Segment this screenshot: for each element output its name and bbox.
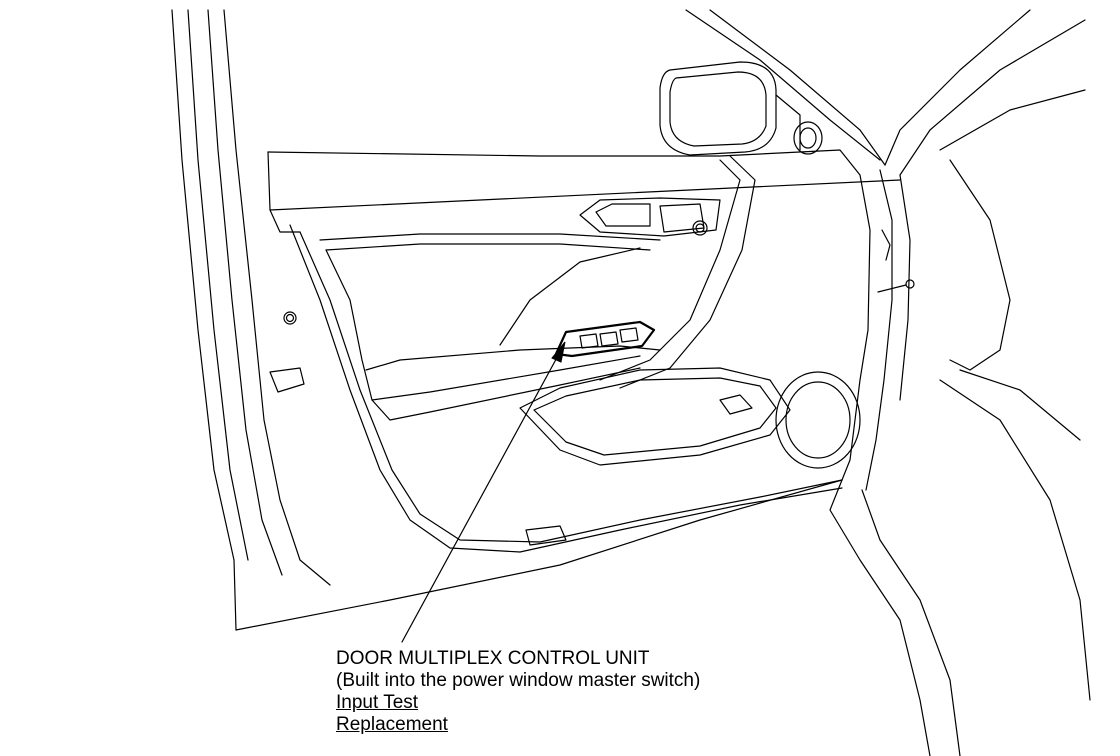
side-mirror <box>659 61 823 156</box>
callout-leader <box>401 341 566 643</box>
callout-title: DOOR MULTIPLEX CONTROL UNIT <box>336 648 650 669</box>
input-test-link[interactable]: Input Test <box>336 692 419 713</box>
door-handle <box>579 155 756 389</box>
power-window-master-switch <box>554 320 656 358</box>
window-area <box>685 9 1086 176</box>
door-trim-panel <box>319 233 791 546</box>
replacement-link[interactable]: Replacement <box>336 714 448 735</box>
callout-subtitle: (Built into the power window master swit… <box>336 670 701 691</box>
door-frame <box>267 149 901 553</box>
callout-label-block: DOOR MULTIPLEX CONTROL UNIT (Built into … <box>336 648 700 736</box>
b-pillar <box>829 159 1091 756</box>
door-speaker <box>775 371 861 469</box>
a-pillar-body <box>171 9 843 631</box>
